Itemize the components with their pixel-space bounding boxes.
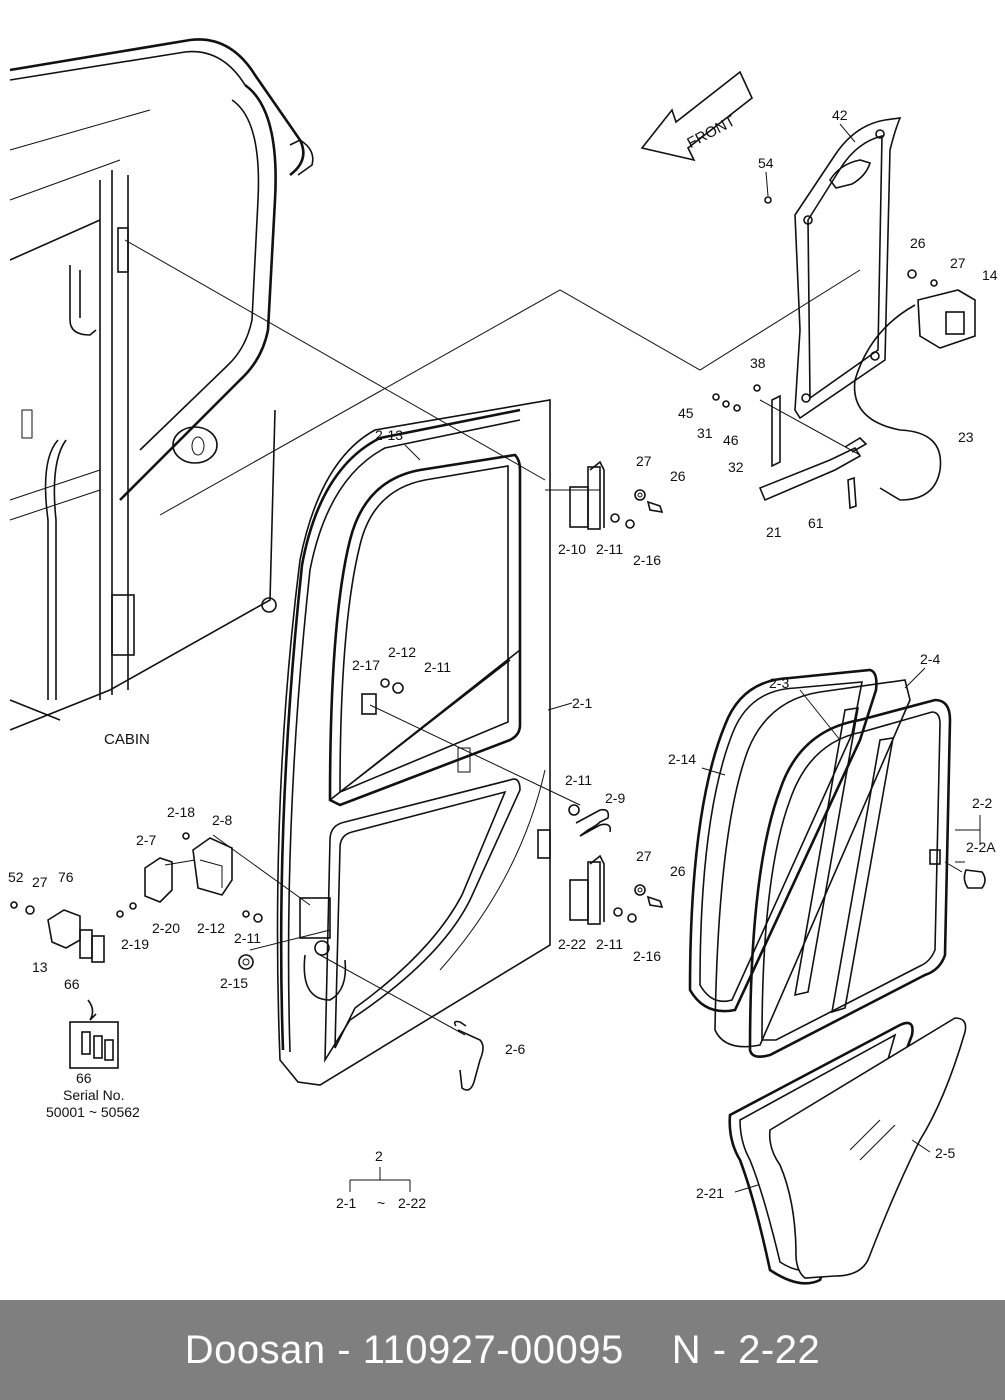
callouts: 42 54 26 27 14 38 45 31 46 32 23 21 61 2…	[8, 107, 998, 1201]
assembly-bracket: 2 2-1 ~ 2-22	[336, 1148, 426, 1211]
callout-2-4: 2-4	[920, 651, 940, 667]
callout-38: 38	[750, 355, 766, 371]
callout-2-13: 2-13	[375, 427, 403, 443]
glass-2-5-2-21	[728, 1017, 967, 1285]
callout-2-9: 2-9	[605, 790, 625, 806]
lock-parts	[10, 832, 263, 970]
callout-27: 27	[636, 848, 652, 864]
footer-bar: Doosan - 110927-00095 N - 2-22	[0, 1300, 1005, 1400]
latch-14	[907, 269, 976, 349]
callout-46: 46	[723, 432, 739, 448]
callout-2-22: 2-22	[558, 936, 586, 952]
callout-2-12: 2-12	[197, 920, 225, 936]
callout-21: 21	[766, 524, 782, 540]
callout-2-5: 2-5	[935, 1145, 955, 1161]
callout-2-11: 2-11	[234, 930, 261, 946]
callout-2-18: 2-18	[167, 804, 195, 820]
latch-plate-42	[794, 117, 902, 420]
cabin-label: CABIN	[104, 731, 150, 748]
callout-2-2: 2-2	[972, 795, 992, 811]
u-bolt-2-9	[568, 804, 612, 837]
assembly-tilde: ~	[377, 1195, 385, 1211]
callout-2-16: 2-16	[633, 552, 661, 568]
serial-range: 50001 ~ 50562	[46, 1104, 140, 1120]
callout-2-7: 2-7	[136, 832, 156, 848]
callout-2-19: 2-19	[121, 936, 149, 952]
glass-assembly	[688, 668, 986, 1058]
callout-2-10: 2-10	[558, 541, 586, 557]
callout-26: 26	[910, 235, 926, 251]
callout-27: 27	[32, 874, 48, 890]
callout-2-12: 2-12	[388, 644, 416, 660]
callout-66: 66	[64, 976, 80, 992]
callout-2-17: 2-17	[352, 657, 380, 673]
callout-2-21: 2-21	[696, 1185, 724, 1201]
callout-54: 54	[758, 155, 774, 171]
front-label: FRONT	[684, 113, 738, 152]
callout-2-16: 2-16	[633, 948, 661, 964]
assembly-to: 2-22	[398, 1195, 426, 1211]
callout-leaders	[404, 123, 981, 1193]
callout-26: 26	[670, 863, 686, 879]
cable-23	[853, 304, 942, 501]
callout-2-11: 2-11	[424, 659, 451, 675]
callout-2-8: 2-8	[212, 812, 232, 828]
callout-2-14: 2-14	[668, 751, 696, 767]
callout-14: 14	[982, 267, 998, 283]
serial-part: 66	[76, 1070, 92, 1086]
serial-label: Serial No.	[63, 1087, 124, 1103]
callout-61: 61	[808, 515, 824, 531]
callout-2-20: 2-20	[152, 920, 180, 936]
callout-26: 26	[670, 468, 686, 484]
leader-lines	[124, 239, 861, 1036]
callout-2-11: 2-11	[565, 772, 592, 788]
callout-2-2A: 2-2A	[966, 839, 996, 855]
callout-2-15: 2-15	[220, 975, 248, 991]
callout-2-6: 2-6	[505, 1041, 525, 1057]
callout-2-11: 2-11	[596, 541, 623, 557]
footer-page-ref: N - 2-22	[671, 1327, 821, 1372]
door-panel	[276, 399, 551, 1086]
handle-2-6	[453, 1020, 484, 1091]
callout-13: 13	[32, 959, 48, 975]
callout-52: 52	[8, 869, 24, 885]
callout-2-3: 2-3	[769, 675, 789, 691]
lower-hinge	[569, 854, 664, 925]
cabin-drawing	[9, 38, 314, 731]
assembly-parent: 2	[375, 1148, 383, 1164]
footer-separator: -	[337, 1327, 352, 1372]
hardware-2-12-2-11	[380, 678, 404, 694]
serial-inset	[69, 999, 119, 1069]
callout-2-1: 2-1	[572, 695, 592, 711]
callout-76: 76	[58, 869, 74, 885]
callout-42: 42	[832, 107, 848, 123]
upper-hinge	[569, 460, 664, 530]
assembly-from: 2-1	[336, 1195, 356, 1211]
footer-brand: Doosan	[184, 1327, 326, 1372]
callout-31: 31	[697, 425, 713, 441]
bracket-21-32	[712, 196, 868, 510]
callout-27: 27	[950, 255, 966, 271]
callout-45: 45	[678, 405, 694, 421]
footer-part-number: 110927-00095	[362, 1327, 624, 1372]
front-arrow: FRONT	[640, 70, 753, 162]
callout-2-11: 2-11	[596, 936, 623, 952]
callout-32: 32	[728, 459, 744, 475]
parts-diagram: FRONT	[8, 38, 998, 1285]
callout-27: 27	[636, 453, 652, 469]
callout-23: 23	[958, 429, 974, 445]
